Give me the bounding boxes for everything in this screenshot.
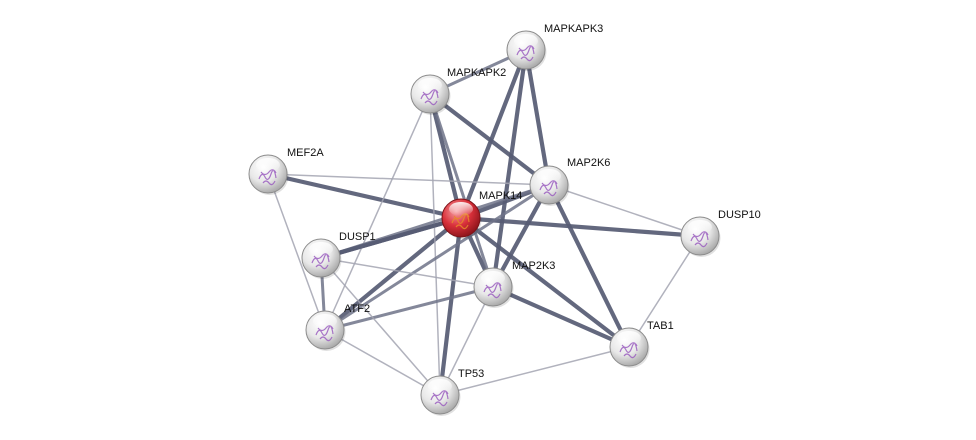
node-mapkapk2[interactable]	[410, 74, 451, 115]
node-mapk14[interactable]	[441, 198, 482, 239]
node-atf2[interactable]	[305, 310, 346, 351]
node-highlight	[514, 34, 538, 48]
edge-mapkapk2-map2k3[interactable]	[428, 92, 495, 289]
node-dusp1[interactable]	[301, 238, 342, 279]
edge-mapk14-tp53[interactable]	[437, 215, 464, 398]
edge-mapk14-tab1[interactable]	[458, 215, 632, 350]
node-highlight	[256, 158, 280, 172]
edge-mapk14-mapkapk3[interactable]	[458, 47, 529, 221]
node-highlight	[449, 202, 473, 216]
edge-mapk14-mapkapk2[interactable]	[427, 91, 464, 221]
node-map2k3[interactable]	[473, 267, 514, 308]
edge-mapkapk2-tp53[interactable]	[429, 93, 441, 396]
edge-map2k6-tab1[interactable]	[546, 182, 632, 350]
nodes-layer	[248, 30, 721, 416]
node-tp53[interactable]	[420, 375, 461, 416]
node-label-dusp1: DUSP1	[339, 231, 376, 243]
edge-mapk14-dusp10[interactable]	[458, 215, 703, 239]
node-label-tp53: TP53	[458, 368, 484, 380]
edge-mapkapk3-map2k3[interactable]	[490, 47, 529, 290]
node-highlight	[481, 271, 505, 285]
edge-atf2-tp53[interactable]	[324, 329, 441, 396]
edge-mapkapk2-atf2[interactable]	[324, 93, 431, 331]
node-tab1[interactable]	[609, 327, 650, 368]
edge-map2k3-atf2[interactable]	[323, 285, 495, 332]
node-highlight	[428, 379, 452, 393]
node-mapkapk3[interactable]	[506, 30, 547, 71]
edges-layer	[265, 47, 703, 398]
node-label-mapkapk2: MAPKAPK2	[447, 67, 506, 79]
node-highlight	[617, 331, 641, 345]
edge-mef2a-atf2[interactable]	[267, 173, 326, 331]
edge-mapkapk2-map2k6[interactable]	[427, 91, 552, 188]
node-highlight	[688, 220, 712, 234]
edge-mapk14-atf2[interactable]	[322, 215, 464, 333]
node-highlight	[309, 242, 333, 256]
edge-dusp10-tab1[interactable]	[628, 235, 701, 348]
node-label-mef2a: MEF2A	[287, 147, 324, 159]
edge-tp53-tab1[interactable]	[439, 346, 630, 396]
node-label-mapkapk3: MAPKAPK3	[544, 23, 603, 35]
node-highlight	[313, 314, 337, 328]
node-label-atf2: ATF2	[344, 303, 370, 315]
node-mef2a[interactable]	[248, 154, 289, 195]
edge-map2k3-dusp1[interactable]	[320, 257, 494, 288]
node-label-map2k6: MAP2K6	[567, 157, 610, 169]
edge-mapk14-mef2a[interactable]	[265, 171, 464, 221]
edge-dusp1-mapk14[interactable]	[318, 215, 464, 261]
node-label-map2k3: MAP2K3	[512, 260, 555, 272]
node-label-tab1: TAB1	[647, 320, 674, 332]
edge-map2k6-dusp10[interactable]	[548, 184, 701, 237]
node-label-dusp10: DUSP10	[718, 209, 761, 221]
edge-map2k6-mef2a[interactable]	[267, 173, 550, 186]
edge-map2k3-tab1[interactable]	[490, 284, 632, 350]
edge-map2k3-tp53[interactable]	[439, 286, 494, 396]
edge-mapkapk3-map2k6[interactable]	[523, 47, 552, 188]
node-map2k6[interactable]	[529, 165, 570, 206]
edge-dusp1-tp53[interactable]	[320, 257, 441, 396]
node-dusp10[interactable]	[680, 216, 721, 257]
node-highlight	[418, 78, 442, 92]
node-label-mapk14: MAPK14	[479, 190, 522, 202]
node-highlight	[537, 169, 561, 183]
